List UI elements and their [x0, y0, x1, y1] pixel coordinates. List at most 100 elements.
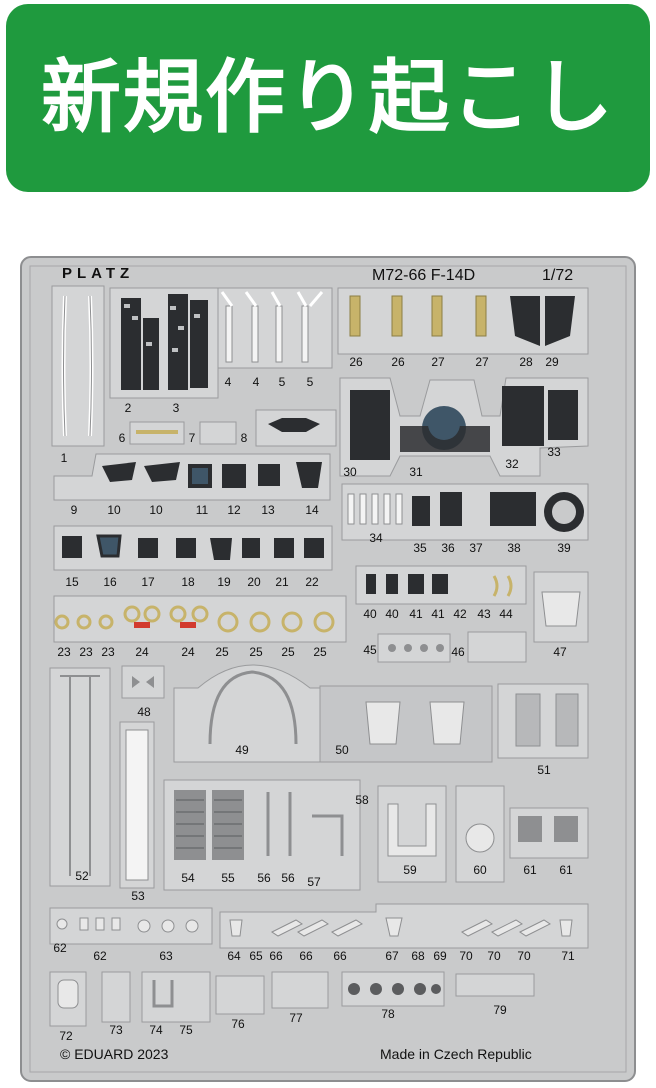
part-label: 28 — [519, 355, 533, 369]
part-label: 60 — [473, 863, 487, 877]
part-label: 52 — [75, 869, 89, 883]
part-label: 5 — [307, 375, 314, 389]
part-label: 16 — [103, 575, 117, 589]
part-label: 15 — [65, 575, 79, 589]
part-label: 30 — [343, 465, 357, 479]
part-label: 69 — [433, 949, 447, 963]
part-label: 1 — [61, 451, 68, 465]
part-label: 7 — [189, 431, 196, 445]
part-label: 43 — [477, 607, 491, 621]
part-label: 17 — [141, 575, 155, 589]
part-label: 63 — [159, 949, 173, 963]
copyright-label: © EDUARD 2023 — [60, 1046, 169, 1062]
part-label: 61 — [523, 863, 537, 877]
part-34-39 — [341, 483, 589, 541]
part-label: 26 — [391, 355, 405, 369]
part-label: 14 — [305, 503, 319, 517]
part-label: 35 — [413, 541, 427, 555]
kit-label: M72-66 F-14D — [372, 267, 475, 284]
part-label: 37 — [469, 541, 483, 555]
part-label: 71 — [561, 949, 575, 963]
part-label: 50 — [335, 743, 349, 757]
part-label: 19 — [217, 575, 231, 589]
part-label: 23 — [101, 645, 115, 659]
part-label: 24 — [181, 645, 195, 659]
part-label: 26 — [349, 355, 363, 369]
part-label: 45 — [363, 643, 377, 657]
part-label: 78 — [381, 1007, 395, 1021]
part-label: 70 — [517, 949, 531, 963]
part-label: 12 — [227, 503, 241, 517]
part-label: 48 — [137, 705, 151, 719]
part-label: 36 — [441, 541, 455, 555]
part-label: 51 — [537, 763, 551, 777]
part-label: 67 — [385, 949, 399, 963]
part-4-5 — [217, 287, 333, 369]
headline-text: 新規作り起こし — [41, 51, 615, 144]
part-62-71 — [49, 903, 589, 949]
part-label: 6 — [119, 431, 126, 445]
part-label: 27 — [431, 355, 445, 369]
part-72-79 — [49, 971, 535, 1027]
part-label: 34 — [369, 531, 383, 545]
part-label: 53 — [131, 889, 145, 903]
part-label: 62 — [53, 941, 67, 955]
part-54-58 — [163, 779, 361, 891]
part-label: 47 — [553, 645, 567, 659]
part-label: 3 — [173, 401, 180, 415]
part-label: 39 — [557, 541, 571, 555]
part-label: 23 — [79, 645, 93, 659]
part-label: 13 — [261, 503, 275, 517]
part-30-33 — [339, 377, 589, 477]
part-label: 79 — [493, 1003, 507, 1017]
part-label: 56 — [281, 871, 295, 885]
part-label: 40 — [385, 607, 399, 621]
part-label: 21 — [275, 575, 289, 589]
part-label: 46 — [451, 645, 465, 659]
part-label: 10 — [107, 503, 121, 517]
part-label: 25 — [313, 645, 327, 659]
origin-label: Made in Czech Republic — [380, 1046, 532, 1062]
brand-label: PLATZ — [62, 265, 134, 282]
part-label: 61 — [559, 863, 573, 877]
part-label: 66 — [333, 949, 347, 963]
part-label: 25 — [281, 645, 295, 659]
part-label: 41 — [409, 607, 423, 621]
part-label: 32 — [505, 457, 519, 471]
part-label: 72 — [59, 1029, 73, 1043]
part-label: 64 — [227, 949, 241, 963]
photo-etch-fret: PLATZ M72-66 F-14D 1/72 © EDUARD 2023 Ma… — [20, 256, 636, 1082]
part-label: 70 — [459, 949, 473, 963]
part-label: 11 — [196, 503, 209, 517]
part-15-22 — [53, 525, 333, 571]
part-52-53 — [49, 667, 155, 889]
part-label: 27 — [475, 355, 489, 369]
part-label: 76 — [231, 1017, 245, 1031]
part-26-29 — [337, 287, 589, 355]
part-label: 23 — [57, 645, 71, 659]
part-label: 4 — [225, 375, 232, 389]
part-label: 25 — [249, 645, 263, 659]
part-label: 57 — [307, 875, 321, 889]
part-label: 65 — [249, 949, 263, 963]
part-45-46 — [377, 631, 527, 663]
part-label: 2 — [125, 401, 132, 415]
part-label: 20 — [247, 575, 261, 589]
part-number-labels: 1 2 3 4 4 5 5 6 7 8 9 10 10 11 12 13 14 … — [53, 355, 575, 1043]
headline-banner: 新規作り起こし — [6, 4, 650, 192]
scale-label: 1/72 — [542, 267, 573, 284]
part-6-8 — [129, 409, 337, 447]
part-label: 55 — [221, 871, 235, 885]
part-label: 41 — [431, 607, 445, 621]
part-label: 58 — [355, 793, 369, 807]
part-2-3 — [109, 287, 219, 399]
part-label: 49 — [235, 743, 249, 757]
part-label: 31 — [409, 465, 423, 479]
part-label: 42 — [453, 607, 467, 621]
part-label: 54 — [181, 871, 195, 885]
part-1 — [51, 285, 105, 447]
part-label: 38 — [507, 541, 521, 555]
part-label: 73 — [109, 1023, 123, 1037]
part-label: 4 — [253, 375, 260, 389]
part-label: 75 — [179, 1023, 193, 1037]
